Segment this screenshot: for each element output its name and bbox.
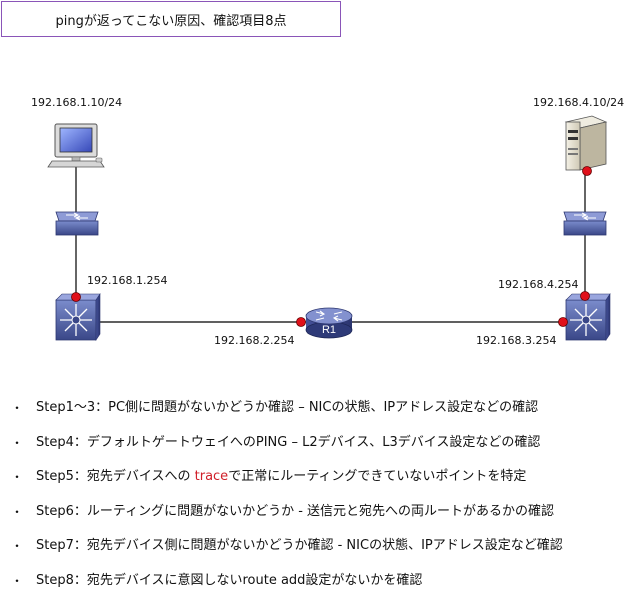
bullet: ・ [11,573,24,588]
bullet: ・ [11,504,24,519]
list-item: ・ Step8：宛先デバイスに意図しないroute add設定がないかを確認 [0,571,633,606]
step-text: Step1～3：PC側に問題がないかどうか確認 – NICの状態、IPアドレス設… [36,400,539,415]
left-l2-switch-icon[interactable] [55,211,99,236]
right-l2-switch-icon[interactable] [563,211,607,236]
step-text: Step6：ルーティングに問題がないかどうか - 送信元と宛先への両ルートがある… [36,503,555,519]
step-text-pre: Step5：宛先デバイスへの [36,469,195,485]
step-text-post: で正常にルーティングできていないポイントを特定 [228,469,527,485]
link-lines [75,160,586,323]
list-item: ・ Step6：ルーティングに問題がないかどうか - 送信元と宛先への両ルートが… [0,502,633,537]
list-item: ・ Step1～3：PC側に問題がないかどうか確認 – NICの状態、IPアドレ… [0,398,633,433]
bullet: ・ [11,539,24,554]
step-text-highlight: trace [194,469,229,485]
check-steps-list: ・ Step1～3：PC側に問題がないかどうか確認 – NICの状態、IPアドレ… [0,398,633,606]
step-text: Step7：宛先デバイス側に問題がないかどうか確認 - NICの状態、IPアドレ… [36,538,563,554]
list-item: ・ Step7：宛先デバイス側に問題がないかどうか確認 - NICの状態、IPア… [0,536,633,571]
step-text: Step4：デフォルトゲートウェイへのPING – L2デバイス、L3デバイス設… [36,434,541,450]
list-item: ・ Step4：デフォルトゲートウェイへのPING – L2デバイス、L3デバイ… [0,433,633,468]
bullet: ・ [11,470,24,485]
router-icon[interactable]: R1 [305,307,353,339]
right-gateway-ip-label: 192.168.4.254 [498,278,579,291]
router-label: R1 [322,324,336,336]
step-text: Step8：宛先デバイスに意図しないroute add設定がないかを確認 [36,572,423,588]
list-item: ・ Step5：宛先デバイスへの traceで正常にルーティングできていないポイ… [0,467,633,502]
diagram-title: pingが返ってこない原因、確認項目8点 [1,1,341,37]
right-l3-switch-icon[interactable] [565,293,611,341]
bullet: ・ [11,435,24,450]
pc-icon[interactable] [47,123,105,168]
left-l3-switch-icon[interactable] [55,293,101,341]
server-ip-label: 192.168.4.10/24 [533,96,625,109]
interface-dots [71,166,592,327]
right-link-ip-label: 192.168.3.254 [476,334,557,347]
left-link-ip-label: 192.168.2.254 [214,334,295,347]
bullet: ・ [11,401,24,415]
network-diagram: R1 [47,115,611,341]
server-icon[interactable] [564,115,608,171]
pc-ip-label: 192.168.1.10/24 [31,96,123,109]
left-gateway-ip-label: 192.168.1.254 [87,274,168,287]
